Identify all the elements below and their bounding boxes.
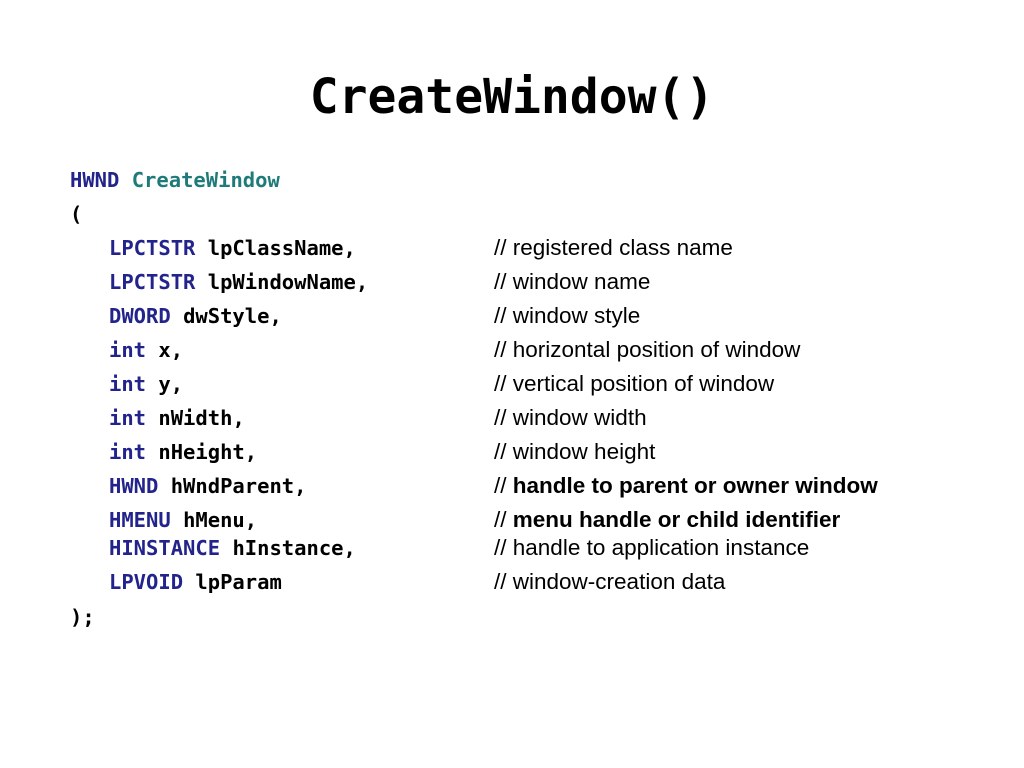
- comment-prefix: //: [494, 269, 513, 294]
- comment-text: window name: [512, 269, 651, 294]
- comment-prefix: //: [494, 337, 513, 362]
- param-separator: ,: [170, 372, 184, 396]
- signature-line: HWND CreateWindow: [70, 163, 280, 197]
- comment-text: handle to application instance: [512, 535, 810, 560]
- param-line: int x,: [109, 333, 183, 367]
- param-comment: // handle to parent or owner window: [494, 469, 878, 503]
- comment-text: menu handle or child identifier: [512, 507, 841, 532]
- comment-prefix: //: [494, 371, 513, 396]
- param-separator: ,: [355, 270, 369, 294]
- param-type: int: [109, 338, 147, 362]
- param-name: nHeight: [158, 440, 245, 464]
- comment-prefix: //: [494, 303, 513, 328]
- open-paren-line: (: [70, 197, 82, 231]
- param-comment: // window style: [494, 299, 640, 333]
- close-line: );: [70, 600, 95, 634]
- return-type: HWND: [70, 168, 120, 192]
- comment-text: horizontal position of window: [512, 337, 801, 362]
- param-separator: ,: [232, 406, 245, 430]
- param-type: HMENU: [109, 508, 171, 532]
- close-paren-semicolon: );: [70, 605, 95, 629]
- param-separator: ,: [269, 304, 282, 328]
- param-comment: // window-creation data: [494, 565, 725, 599]
- param-name: hWndParent: [170, 474, 295, 498]
- param-separator: ,: [294, 474, 307, 498]
- param-type: int: [109, 372, 147, 396]
- param-comment: // menu handle or child identifier: [494, 503, 840, 537]
- param-type: LPCTSTR: [109, 236, 196, 260]
- comment-prefix: //: [494, 507, 513, 532]
- param-type: int: [109, 406, 147, 430]
- param-type: HINSTANCE: [109, 536, 221, 560]
- param-comment: // handle to application instance: [494, 531, 809, 565]
- comment-text: handle to parent or owner window: [512, 473, 878, 498]
- param-separator: ,: [170, 338, 184, 362]
- param-comment: // window height: [494, 435, 655, 469]
- comment-prefix: //: [494, 235, 513, 260]
- comment-prefix: //: [494, 473, 513, 498]
- param-line: HWND hWndParent,: [109, 469, 306, 503]
- function-name: CreateWindow: [131, 168, 280, 192]
- param-type: int: [109, 440, 147, 464]
- param-name: x: [158, 338, 171, 362]
- comment-text: registered class name: [512, 235, 733, 260]
- param-line: DWORD dwStyle,: [109, 299, 282, 333]
- comment-prefix: //: [494, 439, 513, 464]
- comment-prefix: //: [494, 569, 513, 594]
- comment-prefix: //: [494, 405, 513, 430]
- param-comment: // registered class name: [494, 231, 733, 265]
- comment-text: window width: [512, 405, 647, 430]
- param-line: int nHeight,: [109, 435, 257, 469]
- param-name: dwStyle: [183, 304, 270, 328]
- param-type: LPVOID: [109, 570, 184, 594]
- param-line: int y,: [109, 367, 183, 401]
- param-line: HMENU hMenu,: [109, 503, 257, 537]
- param-name: hInstance: [232, 536, 344, 560]
- open-paren: (: [70, 202, 83, 226]
- param-comment: // vertical position of window: [494, 367, 774, 401]
- comment-prefix: //: [494, 535, 513, 560]
- param-separator: ,: [244, 508, 258, 532]
- param-name: lpWindowName: [207, 270, 356, 294]
- param-separator: ,: [244, 440, 258, 464]
- param-line: LPVOID lpParam: [109, 565, 282, 599]
- param-comment: // window name: [494, 265, 650, 299]
- param-name: nWidth: [158, 406, 233, 430]
- param-comment: // window width: [494, 401, 647, 435]
- param-type: HWND: [109, 474, 159, 498]
- param-separator: ,: [343, 236, 356, 260]
- param-type: DWORD: [109, 304, 171, 328]
- slide-title: CreateWindow(): [309, 69, 715, 125]
- param-name: lpParam: [195, 570, 282, 594]
- param-line: int nWidth,: [109, 401, 245, 435]
- param-comment: // horizontal position of window: [494, 333, 800, 367]
- param-type: LPCTSTR: [109, 270, 196, 294]
- param-name: y: [158, 372, 171, 396]
- param-name: hMenu: [183, 508, 245, 532]
- comment-text: vertical position of window: [512, 371, 775, 396]
- comment-text: window-creation data: [512, 569, 726, 594]
- param-name: lpClassName: [207, 236, 344, 260]
- param-line: LPCTSTR lpClassName,: [109, 231, 356, 265]
- param-line: HINSTANCE hInstance,: [109, 531, 356, 565]
- param-separator: ,: [343, 536, 356, 560]
- comment-text: window style: [512, 303, 641, 328]
- comment-text: window height: [512, 439, 656, 464]
- param-line: LPCTSTR lpWindowName,: [109, 265, 368, 299]
